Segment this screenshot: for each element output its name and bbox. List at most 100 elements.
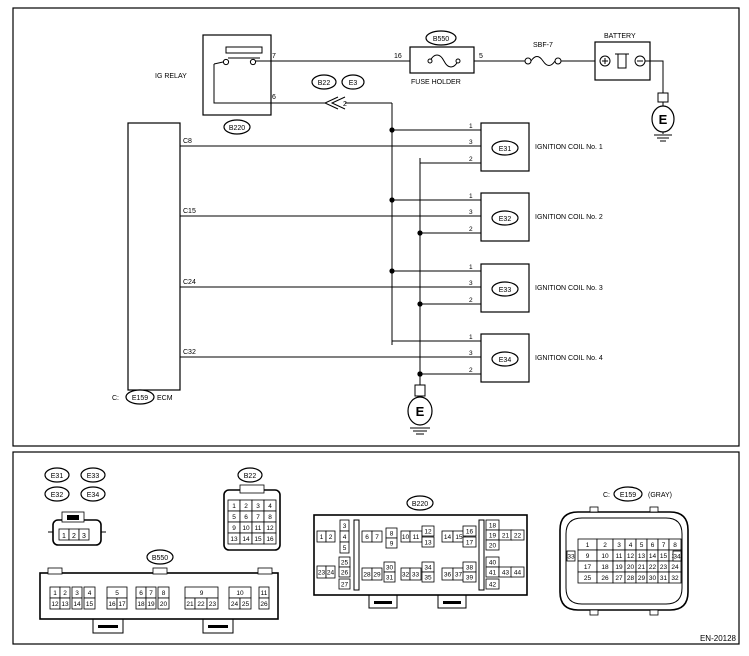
b220-pin-37: 37: [455, 571, 463, 578]
b220-pin-32: 32: [402, 571, 410, 578]
ecm-pin-c32: C32: [183, 349, 196, 356]
b220-pin-33: 33: [412, 571, 420, 578]
junction: [389, 268, 395, 274]
e159-pin-27: 27: [615, 575, 623, 582]
b22-pin-13: 13: [230, 536, 238, 543]
b550-pin-25: 25: [242, 601, 250, 608]
joint-tag-e3: E3: [349, 80, 358, 87]
coil-3-pin-1: 1: [469, 264, 473, 271]
e159-pin-10: 10: [601, 553, 609, 560]
b550-pin-24: 24: [231, 601, 239, 608]
ig-relay-connector-tag: B220: [229, 125, 245, 132]
b220-pin-6: 6: [365, 534, 369, 541]
figure-id: EN-20128: [700, 634, 737, 643]
coil-conn-pin-2: 2: [72, 533, 76, 540]
b220-tag: B220: [412, 501, 428, 508]
b220-pin-36: 36: [444, 571, 452, 578]
coil-1-connector-tag: E31: [499, 146, 512, 153]
fuse-holder-connector-tag: B550: [433, 36, 449, 43]
b22-pin-12: 12: [266, 525, 274, 532]
b220-pin-30: 30: [386, 564, 394, 571]
e159-pin-5: 5: [640, 542, 644, 549]
b220-pin-39: 39: [466, 574, 474, 581]
b550-pin-26: 26: [260, 601, 268, 608]
coil-1-pin-1: 1: [469, 123, 473, 130]
b22-pin-6: 6: [244, 514, 248, 521]
b550-tag: B550: [152, 555, 168, 562]
e159-pin-24: 24: [671, 564, 679, 571]
b550-pin-1: 1: [53, 590, 57, 597]
fuse-holder: [409, 46, 475, 74]
e159-pin-21: 21: [638, 564, 646, 571]
b220-pin-1: 1: [320, 534, 324, 541]
joint-tag-b22: B22: [318, 80, 331, 87]
e159-pin-8: 8: [673, 542, 677, 549]
b220-pin-29: 29: [373, 571, 381, 578]
ig-relay-pin-7: 7: [272, 53, 276, 60]
coil-conn-tag-e34: E34: [87, 492, 100, 499]
b22-pin-1: 1: [232, 503, 236, 510]
coil-2-pin-2: 2: [469, 226, 473, 233]
e159-pin-14: 14: [649, 553, 657, 560]
b22-connector: [223, 484, 281, 551]
b220-pin-24: 24: [327, 569, 335, 576]
b220-pin-26: 26: [341, 569, 349, 576]
e159-pin-11: 11: [616, 553, 623, 560]
b550-pin-20: 20: [160, 601, 168, 608]
e159-pin-23: 23: [660, 564, 668, 571]
e159-color-note: (GRAY): [648, 492, 672, 499]
fuse-holder-label: FUSE HOLDER: [411, 79, 461, 86]
b550-pin-2: 2: [63, 590, 67, 597]
b550-pin-15: 15: [86, 601, 94, 608]
e159-pin-34: 34: [673, 554, 681, 561]
coil-1-label: IGNITION COIL No. 1: [535, 144, 603, 151]
b22-pin-10: 10: [242, 525, 250, 532]
fuse-holder-pin-16: 16: [394, 53, 402, 60]
ecm-label: ECM: [157, 395, 173, 402]
b220-pin-38: 38: [466, 564, 474, 571]
sbf-7-fuse: [524, 56, 562, 66]
b220-connector: [313, 514, 528, 609]
joint-pin-2: 2: [343, 101, 347, 108]
b22-pin-11: 11: [255, 525, 262, 532]
junction: [389, 197, 395, 203]
b22-pin-8: 8: [268, 514, 272, 521]
b550-pin-3: 3: [75, 590, 79, 597]
b22-pin-15: 15: [254, 536, 262, 543]
b220-pin-3: 3: [343, 523, 347, 530]
coil-conn-pin-1: 1: [62, 533, 66, 540]
b550-pin-13: 13: [61, 601, 69, 608]
junction: [417, 301, 423, 307]
coil-ground-symbol: [407, 396, 433, 426]
coil-4-connector-tag: E34: [499, 357, 512, 364]
e159-pin-17: 17: [584, 564, 592, 571]
b220-pin-35: 35: [424, 574, 432, 581]
e159-pin-22: 22: [649, 564, 657, 571]
b22-pin-14: 14: [242, 536, 250, 543]
coil-4-label: IGNITION COIL No. 4: [535, 355, 603, 362]
ig-relay-pin-6: 6: [272, 94, 276, 101]
e159-connector: [559, 506, 689, 616]
coil-3-connector-tag: E33: [499, 287, 512, 294]
coil-conn-tag-e33: E33: [87, 473, 100, 480]
b550-pin-14: 14: [73, 601, 81, 608]
e159-pin-1: 1: [586, 542, 590, 549]
e159-pin-19: 19: [615, 564, 623, 571]
b550-pin-6: 6: [139, 590, 143, 597]
coil-4-pin-3: 3: [469, 350, 473, 357]
b220-pin-42: 42: [489, 581, 497, 588]
junction: [417, 371, 423, 377]
coil-2-connector-tag: E32: [499, 216, 512, 223]
e159-pin-6: 6: [651, 542, 655, 549]
coil-2-pin-1: 1: [469, 193, 473, 200]
b550-pin-12: 12: [51, 601, 59, 608]
b22-pin-16: 16: [266, 536, 274, 543]
b220-pin-10: 10: [402, 534, 410, 541]
b22-pin-9: 9: [232, 525, 236, 532]
b220-pin-15: 15: [455, 534, 463, 541]
